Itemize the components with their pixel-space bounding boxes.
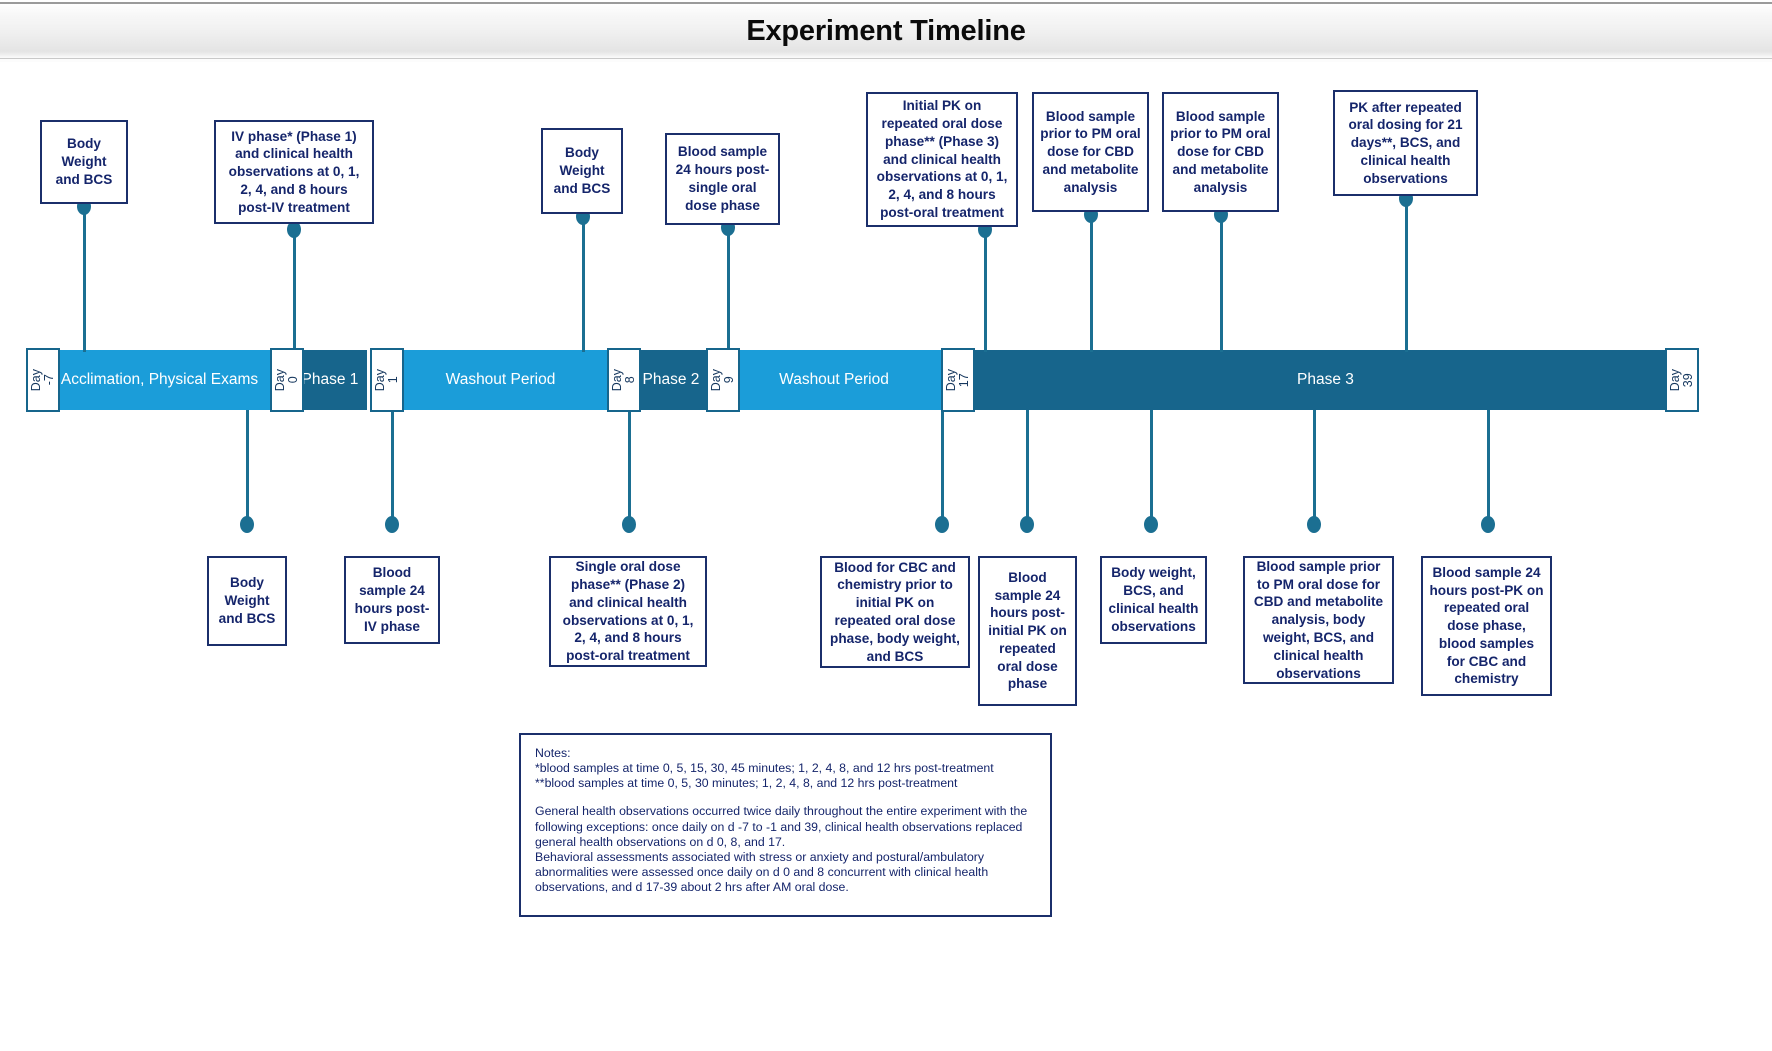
notes-footnote-single-star: *blood samples at time 0, 5, 15, 30, 45 … [535, 761, 994, 776]
notes-heading: Notes: [535, 746, 571, 760]
connector-line-below-5 [1026, 410, 1029, 520]
day-marker-label: Day 39 [1667, 368, 1695, 392]
title-bar: Experiment Timeline [0, 2, 1772, 62]
segment-phase-3[interactable]: Phase 3 [960, 350, 1691, 410]
callout-above-iv-phase[interactable]: IV phase* (Phase 1) and clinical health … [214, 120, 374, 224]
callout-above-pk-after-21-days[interactable]: PK after repeated oral dosing for 21 day… [1333, 90, 1478, 196]
connector-line-above-5 [984, 228, 987, 352]
callout-below-blood-cbc-chemistry[interactable]: Blood for CBC and chemistry prior to ini… [820, 556, 970, 668]
callout-below-blood-pm-cbd-bw-bcs[interactable]: Blood sample prior to PM oral dose for C… [1243, 556, 1394, 684]
connector-dot-below-7 [1307, 516, 1321, 533]
connector-line-above-1 [83, 204, 86, 352]
day-marker-17[interactable]: Day 17 [941, 348, 975, 412]
connector-dot-below-1 [240, 516, 254, 533]
day-marker-8[interactable]: Day 8 [607, 348, 641, 412]
connector-line-above-2 [293, 228, 296, 352]
segment-phase-2[interactable]: Phase 2 [634, 350, 708, 410]
connector-line-above-6 [1090, 213, 1093, 352]
day-marker-39[interactable]: Day 39 [1665, 348, 1699, 412]
timeline-bar: Acclimation, Physical Exams Phase 1 Wash… [24, 350, 1727, 410]
callout-below-blood-24h-iv[interactable]: Blood sample 24 hours post-IV phase [344, 556, 440, 644]
connector-line-above-7 [1220, 213, 1223, 352]
callout-below-body-weight-bcs[interactable]: Body Weight and BCS [207, 556, 287, 646]
day-marker-0[interactable]: Day 0 [270, 348, 304, 412]
callout-above-body-weight-bcs-1[interactable]: Body Weight and BCS [40, 120, 128, 204]
connector-line-below-6 [1150, 410, 1153, 520]
connector-dot-above-2 [287, 221, 301, 238]
page-title: Experiment Timeline [746, 14, 1026, 47]
connector-dot-below-4 [935, 516, 949, 533]
callout-below-blood-24h-post-pk[interactable]: Blood sample 24 hours post-PK on repeate… [1421, 556, 1552, 696]
segment-washout-1[interactable]: Washout Period [383, 350, 618, 410]
notes-box: Notes: *blood samples at time 0, 5, 15, … [519, 733, 1052, 917]
day-marker-1[interactable]: Day 1 [370, 348, 404, 412]
connector-line-above-3 [582, 215, 585, 352]
callout-below-body-weight-bcs-obs[interactable]: Body weight, BCS, and clinical health ob… [1100, 556, 1207, 644]
connector-line-above-4 [727, 226, 730, 352]
notes-paragraph-behavioral: Behavioral assessments associated with s… [535, 849, 989, 894]
notes-paragraph-general-health: General health observations occurred twi… [535, 804, 1028, 849]
connector-line-below-8 [1487, 410, 1490, 520]
segment-washout-2[interactable]: Washout Period [724, 350, 944, 410]
connector-line-below-4 [941, 410, 944, 520]
connector-dot-below-3 [622, 516, 636, 533]
day-marker-label: Day 9 [708, 368, 736, 392]
segment-phase-1[interactable]: Phase 1 [293, 350, 367, 410]
day-marker-label: Day 8 [609, 368, 637, 392]
day-marker-9[interactable]: Day 9 [706, 348, 740, 412]
day-marker-minus-7[interactable]: Day -7 [26, 348, 60, 412]
callout-above-blood-24h-single-oral[interactable]: Blood sample 24 hours post-single oral d… [665, 133, 780, 225]
connector-line-below-2 [391, 410, 394, 520]
connector-line-above-8 [1405, 197, 1408, 352]
callout-above-blood-pm-cbd-2[interactable]: Blood sample prior to PM oral dose for C… [1162, 92, 1279, 212]
notes-footnote-double-star: **blood samples at time 0, 5, 30 minutes… [535, 776, 958, 791]
day-marker-label: Day 17 [943, 368, 971, 392]
connector-dot-below-5 [1020, 516, 1034, 533]
connector-line-below-1 [246, 410, 249, 520]
connector-dot-below-8 [1481, 516, 1495, 533]
callout-above-blood-pm-cbd-1[interactable]: Blood sample prior to PM oral dose for C… [1032, 92, 1149, 212]
connector-line-below-3 [628, 410, 631, 520]
notes-spacer [535, 791, 1036, 804]
callout-below-blood-24h-initial-pk[interactable]: Blood sample 24 hours post-initial PK on… [978, 556, 1077, 706]
connector-line-below-7 [1313, 410, 1316, 520]
day-marker-label: Day -7 [28, 368, 56, 392]
day-marker-label: Day 1 [372, 368, 400, 392]
callout-below-single-oral-dose-phase[interactable]: Single oral dose phase** (Phase 2) and c… [549, 556, 707, 667]
callout-above-body-weight-bcs-2[interactable]: Body Weight and BCS [541, 128, 623, 214]
callout-above-initial-pk-repeated[interactable]: Initial PK on repeated oral dose phase**… [866, 92, 1018, 227]
connector-dot-below-2 [385, 516, 399, 533]
segment-acclimation[interactable]: Acclimation, Physical Exams [42, 350, 277, 410]
day-marker-label: Day 0 [272, 368, 300, 392]
connector-dot-below-6 [1144, 516, 1158, 533]
